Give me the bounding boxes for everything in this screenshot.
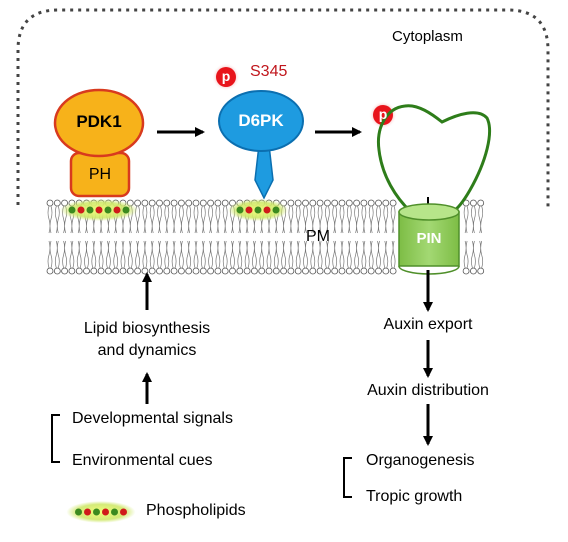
ph-label: PH [88,166,112,183]
phospholipid-head [263,206,271,214]
bracket-outcomes [343,457,352,498]
d6pk-node [218,90,304,152]
d6pk-anchor [254,144,274,200]
phospho-p-pin: p [378,106,388,122]
phospholipid-head [272,206,280,214]
phospholipid-head [113,206,121,214]
lipid-biosynthesis-label-line1: Lipid biosynthesis [83,320,211,337]
phospholipid-head [93,508,100,516]
lipid-biosynthesis-label-line2: and dynamics [97,342,197,359]
phospholipid-head [111,508,118,516]
phospholipid-head [102,508,109,516]
phospho-mark-pin [373,105,393,125]
pin-transporter [398,211,460,267]
phospholipid-head [86,206,94,214]
phospholipid-head [104,206,112,214]
phospholipid-head [254,206,262,214]
pin-label: PIN [416,230,442,247]
phospholipid-head [122,206,130,214]
phospholipid-head [68,206,76,214]
phospholipid-head [120,508,127,516]
phospholipid-head [95,206,103,214]
bracket-signals [51,414,60,463]
phospholipid-head [84,508,91,516]
developmental-signals-label: Developmental signals [72,410,233,427]
phospholipid-cluster-pdk1 [60,199,138,221]
auxin-distribution-label: Auxin distribution [367,382,489,399]
membrane-label: PM [306,228,330,245]
phospholipids-legend-label: Phospholipids [146,502,246,519]
phospholipid-head [245,206,253,214]
phospho-site-label: S345 [250,63,288,80]
organogenesis-label: Organogenesis [366,452,475,469]
phospholipid-legend-symbol [66,501,136,523]
phospholipid-cluster-d6pk [228,199,288,221]
pdk1-node [53,88,145,158]
phospho-p-d6pk: p [221,68,231,84]
cytoplasm-label: Cytoplasm [392,28,463,45]
pdk1-label: PDK1 [76,112,122,131]
d6pk-label: D6PK [238,111,284,130]
tropic-growth-label: Tropic growth [366,488,463,505]
pin-top [398,203,460,221]
auxin-export-label: Auxin export [383,316,473,333]
phospho-mark-d6pk [216,67,236,87]
pin-hydrophilic-loop [376,104,492,214]
phospholipid-head [75,508,82,516]
phospholipid-head [77,206,85,214]
phospholipid-head [236,206,244,214]
environmental-cues-label: Environmental cues [72,452,213,469]
